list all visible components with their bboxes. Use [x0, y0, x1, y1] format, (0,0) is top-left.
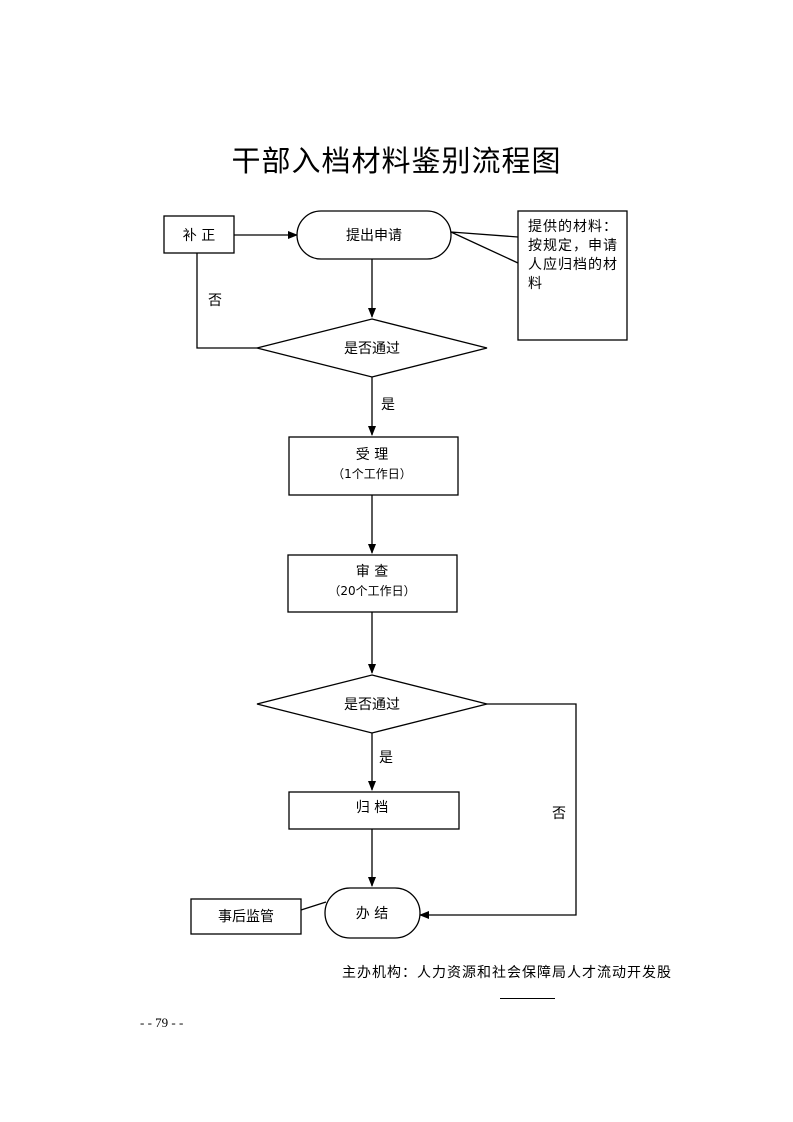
- supervise-box: [190, 898, 302, 935]
- review-box: [287, 554, 458, 613]
- review-time-label: （20个工作日）: [328, 584, 415, 598]
- organizer-underline: [500, 998, 555, 999]
- apply-terminal: [296, 210, 452, 260]
- materials-note: 提供的材料：按规定，申请人应归档的材料: [528, 219, 618, 292]
- edge-label-yes1: 是: [381, 397, 395, 413]
- archive-label: 归 档: [356, 799, 388, 816]
- accept-box: [288, 436, 459, 496]
- accept-label: 受 理: [356, 447, 388, 463]
- archive-box: [288, 791, 460, 830]
- decision2-diamond: [256, 674, 488, 734]
- page-number: - - 79 - -: [140, 1015, 184, 1030]
- apply-label: 提出申请: [346, 228, 402, 244]
- decision1-label: 是否通过: [344, 341, 400, 357]
- accept-time-label: （1个工作日）: [332, 467, 412, 481]
- page-title: 干部入档材料鉴别流程图: [231, 144, 562, 178]
- edge-label-yes2: 是: [379, 750, 393, 766]
- edge-label-no2: 否: [552, 806, 566, 822]
- review-label: 审 查: [356, 564, 388, 580]
- decision2-label: 是否通过: [344, 697, 400, 713]
- finish-label: 办 结: [356, 906, 388, 922]
- correct-box: [163, 215, 235, 254]
- correct-label: 补 正: [183, 228, 215, 244]
- edge-decision2-no-to-finish: [419, 703, 577, 919]
- organizer-text: 主办机构：人力资源和社会保障局人才流动开发股: [342, 965, 672, 981]
- supervise-label: 事后监管: [218, 909, 274, 925]
- edge-label-no1: 否: [208, 293, 222, 309]
- finish-terminal: [324, 887, 421, 939]
- supervise-connector: [300, 901, 327, 911]
- decision1-diamond: [256, 318, 488, 378]
- note-connector: [450, 231, 519, 264]
- note-box: [517, 210, 628, 341]
- edge-decision1-no-to-correct: [196, 253, 257, 349]
